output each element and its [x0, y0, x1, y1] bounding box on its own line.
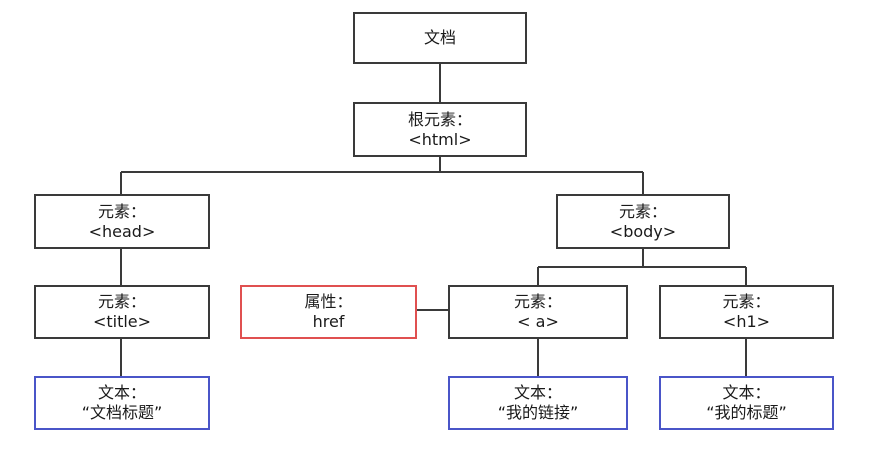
html-root-node: 根元素： <html> [353, 102, 527, 157]
heading-text-node-type: 文本： [722, 383, 771, 402]
document-node-label: 文档 [423, 28, 456, 47]
a-element-node-tag: < a> [517, 312, 559, 331]
head-element-node-tag: <head> [88, 221, 156, 241]
body-element-node-tag: <body> [609, 221, 677, 241]
title-text-node: 文本： “文档标题” [34, 376, 210, 430]
a-element-node: 元素： < a> [448, 285, 628, 339]
title-element-node: 元素： <title> [34, 285, 210, 339]
h1-element-node: 元素： <h1> [659, 285, 834, 339]
title-text-node-value: “文档标题” [81, 403, 163, 422]
a-element-node-type: 元素： [513, 292, 562, 311]
title-element-node-type: 元素： [97, 292, 146, 311]
title-text-node-type: 文本： [97, 383, 146, 402]
title-element-node-tag: <title> [92, 312, 152, 331]
heading-text-node: 文本： “我的标题” [659, 376, 834, 430]
href-attribute-node-type: 属性： [304, 292, 353, 311]
link-text-node: 文本： “我的链接” [448, 376, 628, 430]
head-element-node-type: 元素： [97, 201, 146, 221]
heading-text-node-value: “我的标题” [706, 403, 787, 422]
html-root-node-type: 根元素： [407, 109, 472, 129]
document-node: 文档 [353, 12, 527, 64]
href-attribute-node-name: href [312, 312, 345, 331]
h1-element-node-tag: <h1> [722, 312, 771, 331]
link-text-node-value: “我的链接” [497, 403, 579, 422]
body-element-node-type: 元素： [618, 201, 667, 221]
h1-element-node-type: 元素： [722, 292, 771, 311]
link-text-node-type: 文本： [513, 383, 562, 402]
html-root-node-tag: <html> [408, 129, 472, 149]
href-attribute-node: 属性： href [240, 285, 417, 339]
body-element-node: 元素： <body> [556, 194, 730, 249]
head-element-node: 元素： <head> [34, 194, 210, 249]
